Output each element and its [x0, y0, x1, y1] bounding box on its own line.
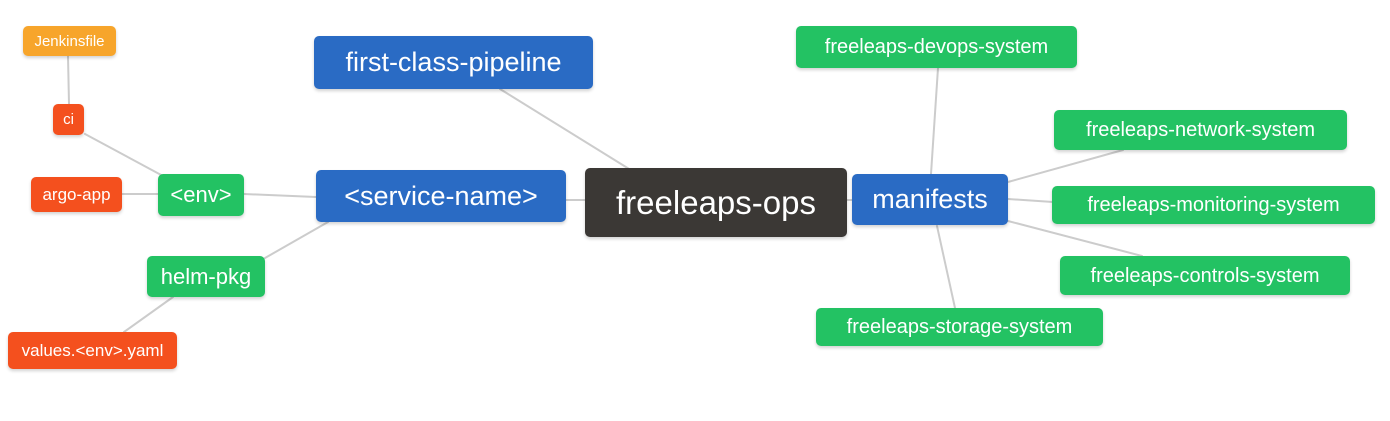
- edge-manifests-freeleaps-controls-system: [1007, 220, 1143, 257]
- node-jenkinsfile[interactable]: Jenkinsfile: [23, 26, 116, 56]
- edge-manifests-freeleaps-storage-system: [936, 225, 956, 309]
- node-freeleaps-monitoring-system[interactable]: freeleaps-monitoring-system: [1052, 186, 1375, 224]
- edge-manifests-freeleaps-monitoring-system: [1007, 198, 1054, 203]
- edge-manifests-freeleaps-network-system: [1007, 149, 1124, 183]
- node-first-class-pipeline[interactable]: first-class-pipeline: [314, 36, 593, 89]
- node-service-name[interactable]: <service-name>: [316, 170, 566, 222]
- edge-ci-env: [84, 133, 164, 177]
- node-argo-app[interactable]: argo-app: [31, 177, 122, 212]
- node-freeleaps-storage-system[interactable]: freeleaps-storage-system: [816, 308, 1103, 346]
- node-freeleaps-ops[interactable]: freeleaps-ops: [585, 168, 847, 237]
- edge-env-service-name: [243, 193, 317, 198]
- edge-jenkinsfile-ci: [67, 55, 70, 105]
- edge-manifests-freeleaps-devops-system: [930, 67, 939, 175]
- edge-first-class-pipeline-freeleaps-ops: [499, 88, 635, 173]
- node-freeleaps-network-system[interactable]: freeleaps-network-system: [1054, 110, 1347, 150]
- node-env[interactable]: <env>: [158, 174, 244, 216]
- node-ci[interactable]: ci: [53, 104, 84, 135]
- node-freeleaps-devops-system[interactable]: freeleaps-devops-system: [796, 26, 1077, 68]
- node-manifests[interactable]: manifests: [852, 174, 1008, 225]
- node-helm-pkg[interactable]: helm-pkg: [147, 256, 265, 297]
- edge-service-name-helm-pkg: [264, 221, 329, 259]
- node-values-env-yaml[interactable]: values.<env>.yaml: [8, 332, 177, 369]
- edge-helm-pkg-values-env-yaml: [123, 296, 174, 333]
- node-freeleaps-controls-system[interactable]: freeleaps-controls-system: [1060, 256, 1350, 295]
